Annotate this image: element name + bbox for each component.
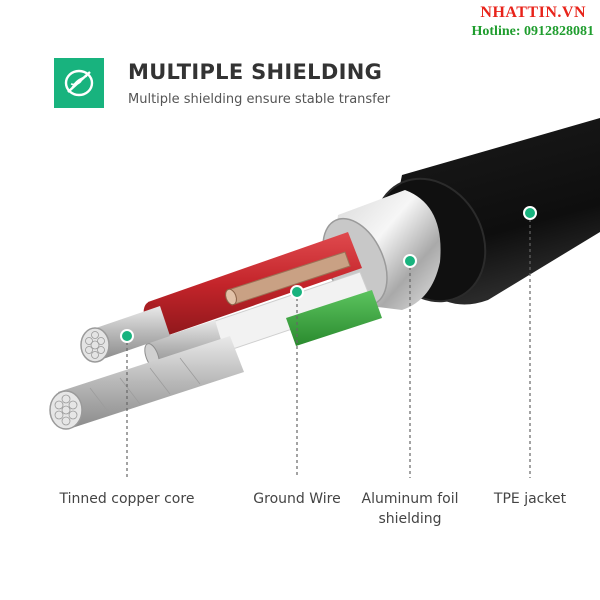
label-tpe-jacket: TPE jacket <box>493 491 567 507</box>
shield-leaf-icon <box>64 69 94 97</box>
green-wire <box>286 290 382 346</box>
callout-dot-ground <box>290 285 304 299</box>
watermark-site: NHATTIN.VN <box>480 4 586 21</box>
tinned-copper-core-lower <box>58 336 244 428</box>
callout-dot-foil <box>403 254 417 268</box>
label-tinned-copper-core: Tinned copper core <box>59 491 195 507</box>
page-title: MULTIPLE SHIELDING <box>128 60 383 84</box>
page-subtitle: Multiple shielding ensure stable transfe… <box>128 92 391 107</box>
badge <box>54 58 104 108</box>
label-aluminum-foil: Aluminum foil shielding <box>361 491 459 527</box>
callout-dot-jacket <box>523 206 537 220</box>
watermark-hotline: Hotline: 0912828081 <box>471 24 595 39</box>
label-ground-wire: Ground Wire <box>253 491 341 507</box>
callout-dot-core <box>120 329 134 343</box>
